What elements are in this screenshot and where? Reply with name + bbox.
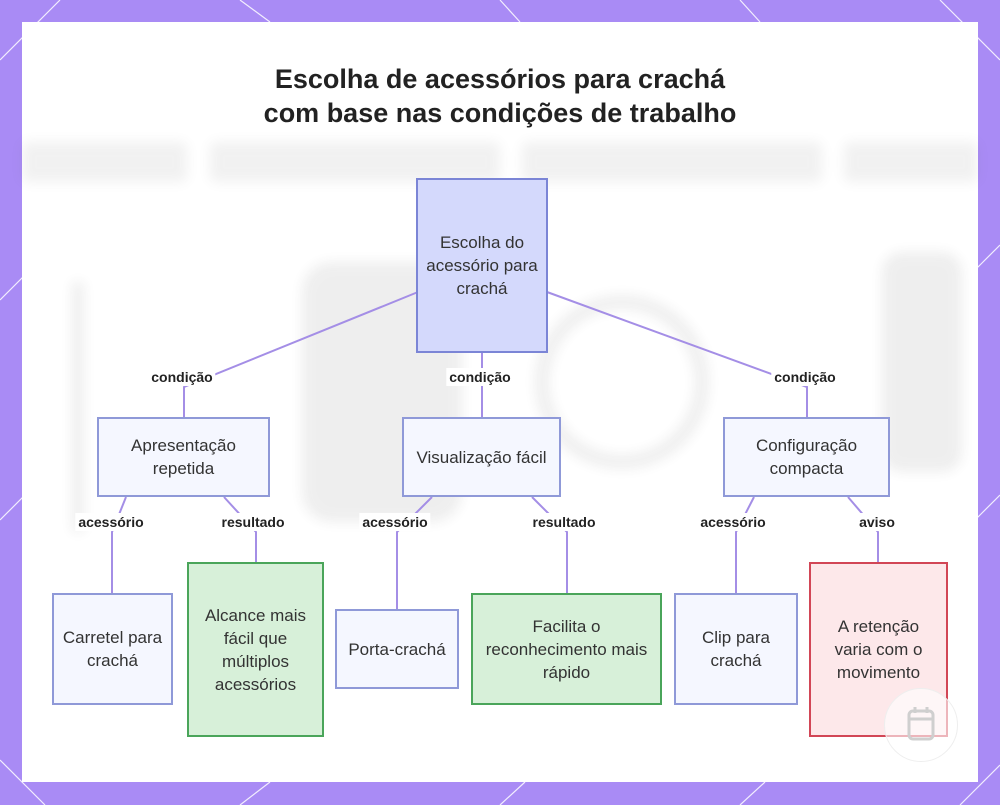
edge-label-accessory: acessório bbox=[697, 513, 768, 531]
recognition-result-node-label: Facilita o reconhecimento mais rápido bbox=[481, 615, 652, 684]
edge-label-condition: condição bbox=[446, 368, 513, 386]
configuration-node-label: Configuração compacta bbox=[733, 434, 880, 480]
reel-node-label: Carretel para crachá bbox=[62, 626, 163, 672]
edge-root-configuration bbox=[547, 292, 807, 417]
clip-node: Clip para crachá bbox=[674, 593, 798, 705]
edge-label-condition: condição bbox=[148, 368, 215, 386]
edge-label-accessory: acessório bbox=[359, 513, 430, 531]
edge-label-accessory: acessório bbox=[75, 513, 146, 531]
edge-configuration-clip bbox=[736, 497, 754, 593]
reach-result-node: Alcance mais fácil que múltiplos acessór… bbox=[187, 562, 324, 737]
edge-label-result: resultado bbox=[529, 513, 598, 531]
edge-visualization-recognition bbox=[532, 497, 567, 593]
edge-label-result: resultado bbox=[218, 513, 287, 531]
reel-node: Carretel para crachá bbox=[52, 593, 173, 705]
brand-logo-icon bbox=[884, 688, 958, 762]
recognition-result-node: Facilita o reconhecimento mais rápido bbox=[471, 593, 662, 705]
retention-warning-node-label: A retenção varia com o movimento bbox=[819, 615, 938, 684]
edge-label-warning: aviso bbox=[856, 513, 898, 531]
visualization-node-label: Visualização fácil bbox=[416, 446, 546, 469]
root-node-label: Escolha do acessório para crachá bbox=[426, 231, 538, 300]
holder-node-label: Porta-crachá bbox=[348, 638, 445, 661]
edge-label-condition: condição bbox=[771, 368, 838, 386]
configuration-node: Configuração compacta bbox=[723, 417, 890, 497]
edge-presentation-reel bbox=[112, 497, 126, 593]
reach-result-node-label: Alcance mais fácil que múltiplos acessór… bbox=[197, 604, 314, 696]
root-node: Escolha do acessório para crachá bbox=[416, 178, 548, 353]
presentation-node-label: Apresentação repetida bbox=[107, 434, 260, 480]
edge-root-presentation bbox=[184, 292, 418, 417]
presentation-node: Apresentação repetida bbox=[97, 417, 270, 497]
visualization-node: Visualização fácil bbox=[402, 417, 561, 497]
holder-node: Porta-crachá bbox=[335, 609, 459, 689]
clip-node-label: Clip para crachá bbox=[684, 626, 788, 672]
